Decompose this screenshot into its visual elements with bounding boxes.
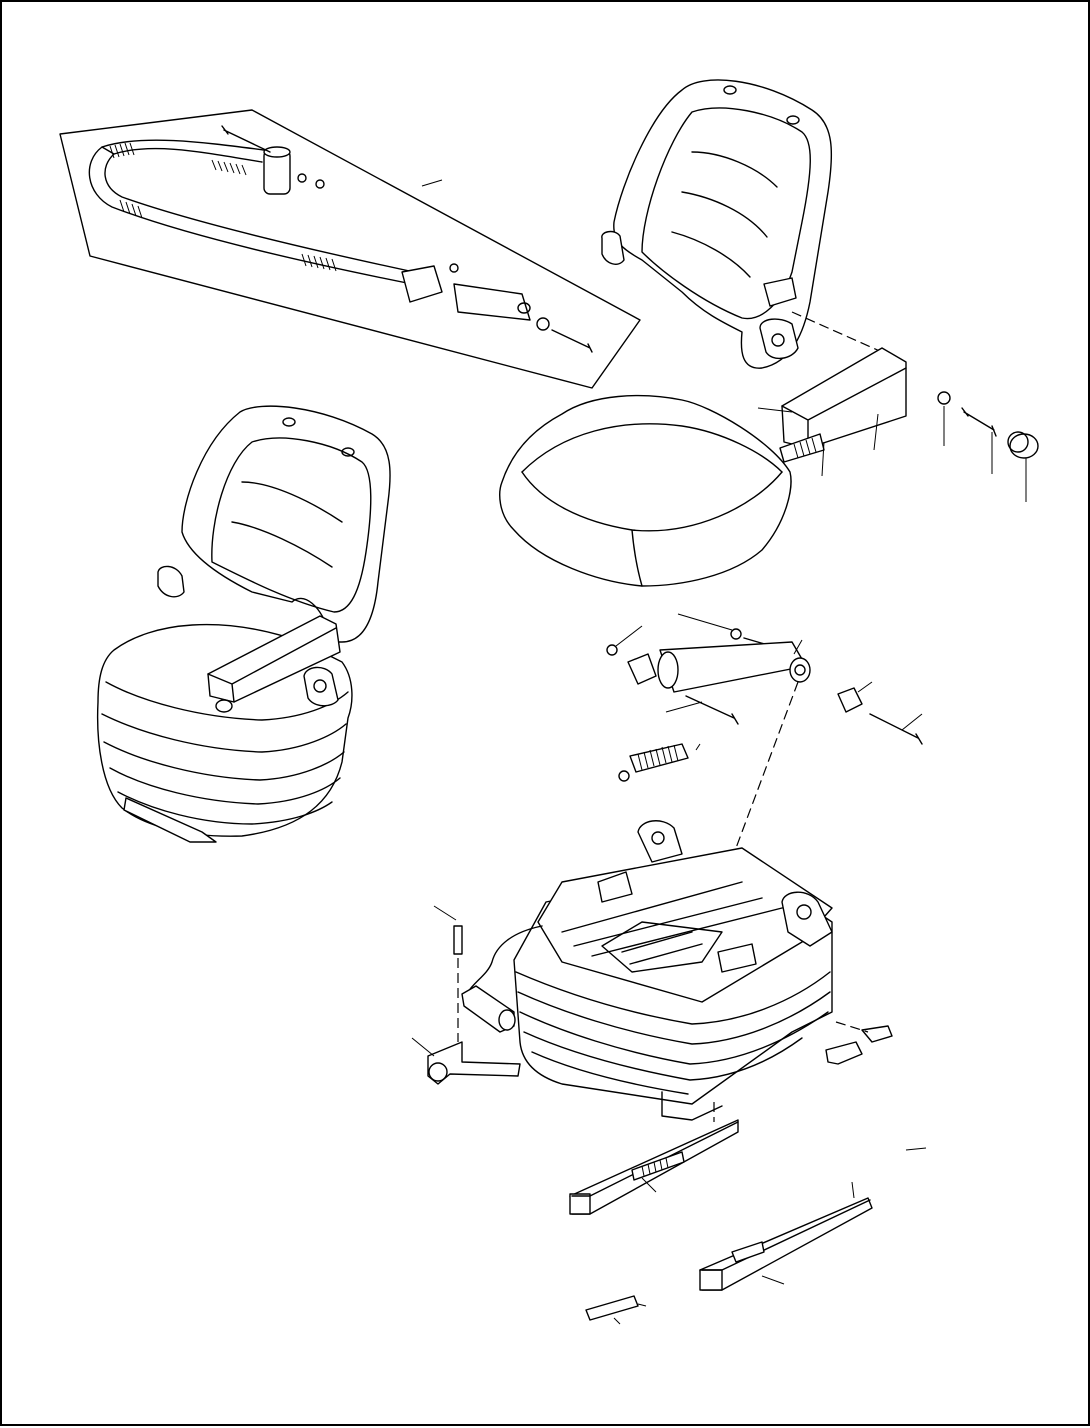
mount-tab-upper (861, 1025, 893, 1043)
seat-cushion-body (499, 394, 792, 587)
assembled-seat-back (181, 405, 391, 643)
damper-leaders (615, 613, 923, 751)
armrest-cap (1009, 433, 1039, 459)
base-leaders (411, 905, 457, 1057)
assembled-seat-base (96, 623, 353, 837)
mount-tab-lower (825, 1041, 863, 1065)
seat-belt-assembly (59, 109, 641, 389)
assembled-seat (96, 405, 391, 843)
assembled-hinge-left (157, 565, 185, 598)
damper-bolt-right (869, 713, 923, 745)
seat-belt-strap (88, 146, 415, 285)
damper-bolt-left (685, 695, 739, 725)
armrest (781, 347, 907, 449)
suspension-base (411, 820, 893, 1121)
armrest-washer (937, 391, 951, 405)
assembled-hinge-right (303, 666, 339, 707)
scissor-mechanism (601, 921, 723, 973)
seat-belt-strap-upper (113, 147, 263, 163)
adjust-lever-rod (467, 925, 543, 993)
belt-buckle (453, 283, 531, 321)
base-hinge-left (637, 820, 683, 863)
damper-bushing-right (837, 687, 863, 713)
rail-leaders (613, 1147, 927, 1325)
belt-webbing-hatch (109, 142, 337, 272)
rail-lock-plate (585, 1295, 639, 1321)
armrest-bolt (961, 407, 997, 437)
latch-pin (453, 925, 463, 955)
damper-nut-left (606, 644, 618, 656)
damper-body (659, 641, 807, 693)
retractor-bolt (221, 125, 271, 153)
seat-cushion (499, 394, 792, 587)
buckle-bolt (551, 329, 593, 353)
retractor-nut (297, 173, 307, 183)
spring (629, 743, 689, 773)
leader-line (421, 179, 443, 187)
seat-back (601, 79, 833, 369)
seat-back-hinge-left (601, 230, 625, 265)
seat-back-cushion (613, 79, 833, 369)
damper-nut-top (730, 628, 742, 640)
belt-tongue (401, 265, 443, 303)
slide-rails (569, 1102, 927, 1325)
seat-belt-group-outline (59, 109, 641, 389)
assembled-slide-rail (123, 797, 217, 843)
damper-eye (789, 657, 811, 683)
damper-bushing-left (627, 653, 657, 685)
retractor-washer (315, 179, 325, 189)
base-hinge-right (781, 891, 833, 947)
seat-back-inner (641, 107, 811, 320)
seat-back-bracket (763, 277, 797, 307)
shock-absorber-group (606, 613, 923, 849)
assembled-armrest (207, 615, 341, 703)
seat-back-hinge-right (759, 318, 799, 359)
armrest-leaders (757, 406, 1027, 502)
armrest-assembly (757, 311, 1039, 502)
buckle-collar (536, 317, 550, 331)
